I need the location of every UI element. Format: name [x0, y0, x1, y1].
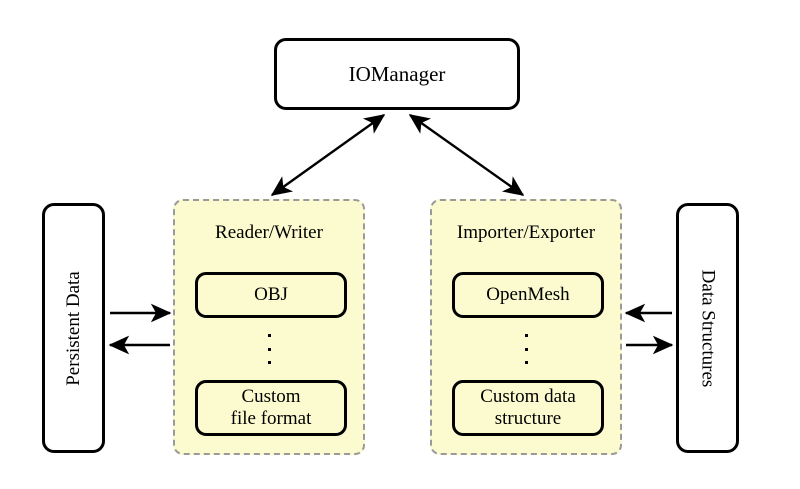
- panel-reader-writer[interactable]: Reader/Writer OBJ Custom file format: [173, 199, 365, 455]
- item-custom-data-structure-line1: Custom data: [480, 386, 576, 407]
- panel-importer-exporter-title: Importer/Exporter: [456, 222, 596, 243]
- persistent-data-box[interactable]: Persistent Data: [42, 203, 105, 453]
- iomanager-box[interactable]: IOManager: [274, 38, 520, 110]
- arrow-manager-reader-writer: [270, 114, 386, 196]
- data-structures-label: Data Structures: [697, 269, 718, 387]
- item-custom-data-structure[interactable]: Custom data structure: [452, 380, 604, 436]
- item-openmesh[interactable]: OpenMesh: [452, 272, 604, 318]
- item-obj[interactable]: OBJ: [195, 272, 347, 318]
- persistent-data-label: Persistent Data: [63, 270, 85, 386]
- item-obj-label: OBJ: [254, 284, 288, 305]
- item-custom-file-format[interactable]: Custom file format: [195, 380, 347, 436]
- arrow-manager-importer-exporter: [408, 114, 525, 196]
- item-openmesh-label: OpenMesh: [486, 284, 570, 305]
- iomanager-label: IOManager: [348, 62, 446, 86]
- data-structures-box[interactable]: Data Structures: [676, 203, 739, 453]
- item-custom-file-format-line2: file format: [230, 408, 312, 429]
- item-custom-file-format-line1: Custom: [241, 386, 301, 407]
- ellipsis-reader-writer: [267, 334, 271, 364]
- item-custom-data-structure-line2: structure: [494, 408, 562, 429]
- ellipsis-importer-exporter: [524, 334, 528, 364]
- panel-reader-writer-title: Reader/Writer: [215, 222, 323, 243]
- panel-importer-exporter[interactable]: Importer/Exporter OpenMesh Custom data s…: [430, 199, 622, 455]
